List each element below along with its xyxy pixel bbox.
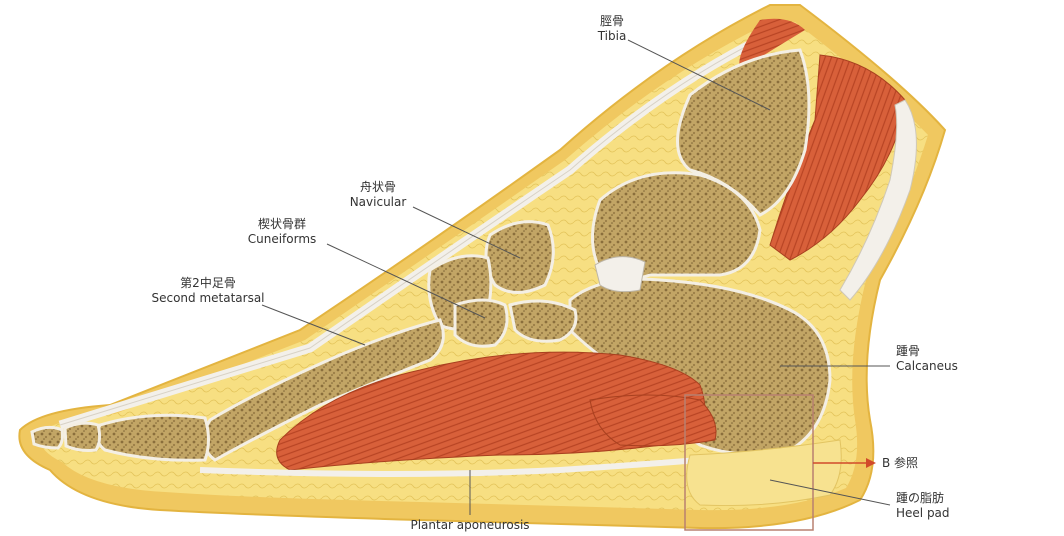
label-navicular: 舟状骨 Navicular xyxy=(350,180,407,210)
label-calcaneus: 踵骨 Calcaneus xyxy=(896,344,958,374)
cuboid-bone xyxy=(508,299,578,343)
anterior-muscle xyxy=(739,18,805,70)
label-cuneiforms-jp: 楔状骨群 xyxy=(257,217,307,231)
label-calcaneus-en: Calcaneus xyxy=(896,359,958,373)
leader-cuneiforms xyxy=(326,243,486,319)
label-calcaneus-jp: 踵骨 xyxy=(896,344,921,358)
label-tibia-jp: 脛骨 xyxy=(599,14,625,28)
proximal-phalanx xyxy=(95,413,210,462)
label-second-metatarsal-en: Second metatarsal xyxy=(151,291,265,305)
distal-phalanx xyxy=(30,425,64,450)
label-heel-pad-jp: 踵の脂肪 xyxy=(896,491,945,505)
cuneiform-bone-2 xyxy=(453,298,509,348)
leader-navicular xyxy=(412,206,521,259)
leader-tibia xyxy=(627,39,771,111)
label-tibia: 脛骨 Tibia xyxy=(598,14,627,44)
label-second-metatarsal: 第2中足骨 Second metatarsal xyxy=(151,276,264,306)
middle-phalanx xyxy=(63,421,102,452)
achilles-tendon xyxy=(839,99,917,301)
label-second-metatarsal-jp: 第2中足骨 xyxy=(180,276,236,290)
see-b-arrowhead xyxy=(866,458,876,468)
label-heel-pad-en: Heel pad xyxy=(896,506,950,520)
label-heel-pad: 踵の脂肪 Heel pad xyxy=(896,491,950,521)
second-metatarsal-bone xyxy=(202,318,445,462)
tibia-bone xyxy=(676,48,811,217)
label-cuneiforms: 楔状骨群 Cuneiforms xyxy=(248,217,317,247)
label-navicular-en: Navicular xyxy=(349,195,407,209)
label-plantar-aponeurosis: Plantar aponeurosis xyxy=(410,518,530,532)
label-tibia-en: Tibia xyxy=(597,29,627,43)
label-navicular-jp: 舟状骨 xyxy=(359,180,396,194)
navicular-bone xyxy=(484,220,555,294)
label-cuneiforms-en: Cuneiforms xyxy=(247,232,317,246)
leader-heel-pad xyxy=(769,479,891,506)
heel-pad-fat xyxy=(686,439,842,507)
leader-second-metatarsal xyxy=(261,304,366,346)
label-see-b: B 参照 xyxy=(882,456,919,470)
interosseous-ligament xyxy=(594,256,646,293)
